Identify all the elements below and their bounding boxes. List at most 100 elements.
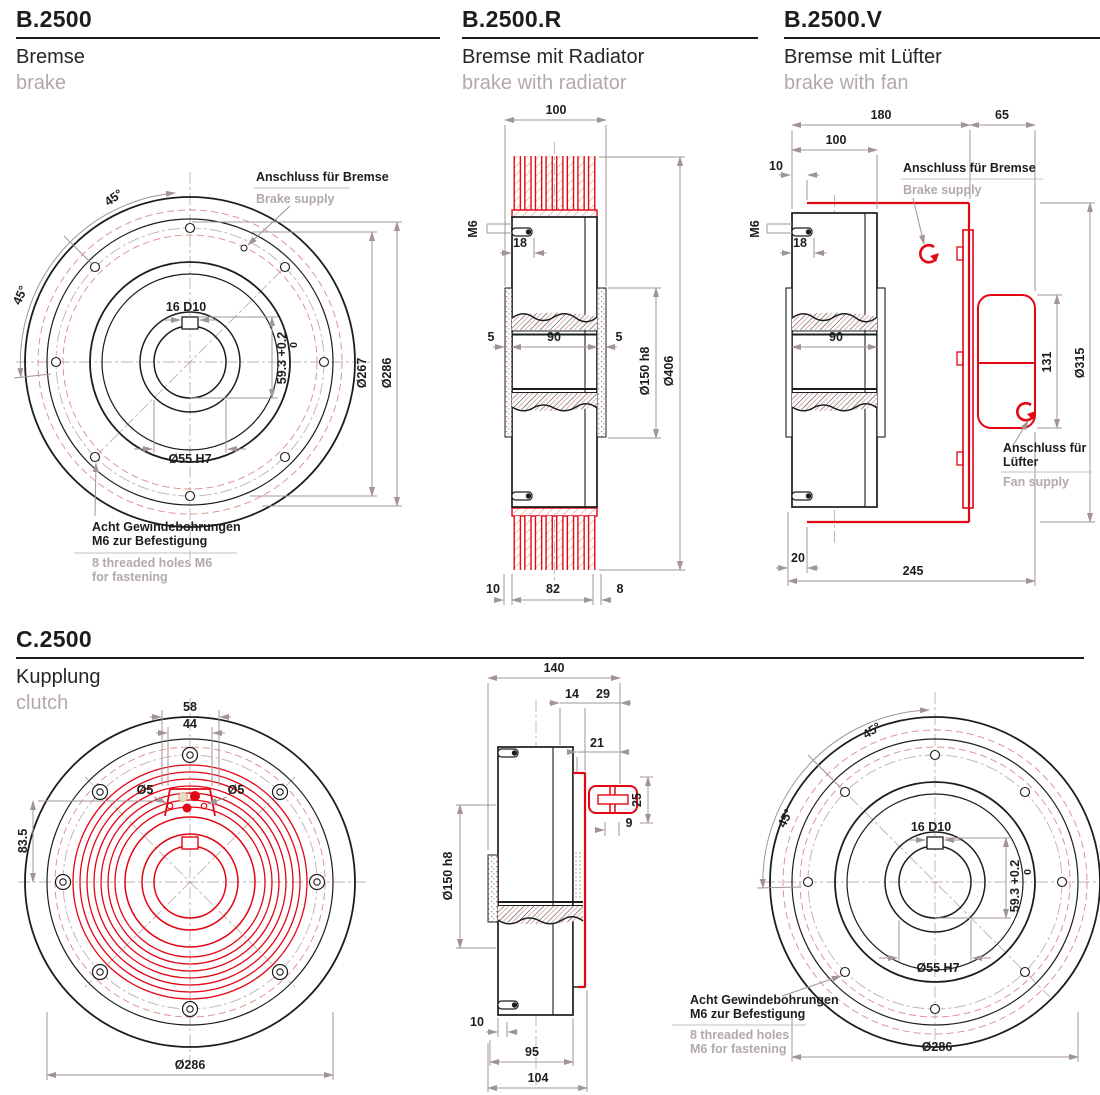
leader-line [1011,420,1029,448]
label-brake-supply-de: Anschluss für Bremse [903,161,1036,175]
clutch-body-section [497,746,574,1016]
dim-100: 100 [826,133,847,147]
fan-housing [977,294,1036,429]
dim-bottom-10: 10 [486,582,500,596]
bolt-hole [802,876,814,888]
label-fan-supply-de1: Anschluss für [1003,441,1086,455]
panel-front-brake: 45° 45° Anschluss für Bremse Brake suppl… [10,170,402,584]
bolt-hole [839,786,851,798]
dim-depth-18: 18 [513,236,527,250]
connector-center [597,794,629,805]
angle-tick [63,235,92,264]
dim-20: 20 [791,551,805,565]
panel-front-clutch-right: 45° 45° 16 D10 59.3 +0.2 0 Ø55 H7 Ø286 [672,692,1100,1062]
centerline-diagonal [819,766,1051,998]
dim-29: 29 [596,687,610,701]
dim-angle: 45° [10,284,30,307]
m6-tapped-hole [791,227,813,237]
supply-port-hole [240,244,248,252]
coil-ring [100,792,280,972]
keyway [181,316,199,330]
dim-width-100: 100 [546,103,567,117]
header-rule [462,37,758,39]
bolt-hole [181,746,199,764]
connector-pin-light [178,792,188,802]
bolt-hole [929,1003,941,1015]
label-brake-supply-en: Brake supply [256,192,335,206]
title-german: Kupplung [16,666,101,688]
header-c2500: C.2500 Kupplung clutch [16,626,1084,715]
header-b2500v: B.2500.V Bremse mit Lüfter brake with fa… [784,6,1100,95]
bolt-hole [271,963,289,981]
section-hatch-band [511,388,598,413]
brake-body-section [791,212,878,508]
radiator-fins-bottom [512,516,597,570]
note-de-line1: Acht Gewindebohrungen [690,993,839,1007]
dim-131: 131 [1040,352,1054,373]
dim-angle: 45° [860,720,883,742]
leader-line [781,975,842,997]
bolt-hole [91,963,109,981]
coil-ring [86,778,294,986]
model-code: B.2500 [16,6,92,32]
bolt-hole [1019,966,1031,978]
dim-10: 10 [769,159,783,173]
bolt-hole [89,261,101,273]
dim-bottom-8: 8 [617,582,624,596]
note-en-line1: 8 threaded holes M6 [92,556,212,570]
dim-depth: 59.3 +0.2 [275,332,289,385]
dim-65: 65 [995,108,1009,122]
centerline-diagonal [94,266,286,458]
fan-mount-tab [956,246,964,261]
dim-14: 14 [565,687,579,701]
keyway [926,836,944,850]
dim-hub-dia: Ø150 h8 [638,347,652,396]
fan-mount-tab [956,451,964,466]
disc-edge-left [504,287,513,438]
panel-section-fan: 180 65 100 10 M6 18 90 131 [748,108,1095,586]
dim-bore: Ø55 H7 [168,452,211,466]
header-rule [16,657,1084,659]
disc-edge-right [876,287,886,438]
fan-mount-tab [956,351,964,366]
dim-83-5: 83.5 [16,829,30,853]
rotation-arrow-icon [919,243,941,264]
dim-140: 140 [544,661,565,675]
note-de-line1: Acht Gewindebohrungen [92,520,241,534]
panel-section-radiator: 100 M6 18 5 90 5 Ø150 h8 Ø406 [466,103,685,605]
leader-line [207,796,228,805]
dim-90: 90 [829,330,843,344]
leader-line [247,205,291,246]
connector-hole [166,802,174,810]
brake-body-section [511,216,598,508]
connector-hole [200,802,208,810]
dim-depth-tol: 0 [288,342,300,348]
title-english: brake with radiator [462,72,627,94]
coil-ring [107,799,273,965]
dim-outer-dia: Ø286 [380,358,394,389]
disc-edge-left [785,287,793,438]
angle-arc [17,190,176,378]
header-rule [784,37,1100,39]
dim-keyway: 16 D10 [911,820,951,834]
title-german: Bremse [16,46,85,68]
dim-depth: 59.3 +0.2 [1008,860,1022,913]
fan-mount-plate [962,229,974,509]
radiator-fins-top [512,156,597,210]
label-brake-supply-de: Anschluss für Bremse [256,170,389,184]
dim-depth-tol: 0 [1022,869,1034,875]
bolt-hole [184,222,196,234]
dim-hub-dia: Ø150 h8 [441,852,455,901]
hub-circle [141,833,239,931]
dim-58: 58 [183,700,197,714]
panel-front-clutch: 58 44 Ø5 Ø5 83.5 Ø286 [16,698,368,1080]
coil-ring [79,771,301,993]
bolt-hole [89,451,101,463]
m6-tapped-hole [511,491,533,501]
bolt-hole [318,356,330,368]
coil-ring [93,785,287,979]
angle-tick [13,373,52,379]
model-code: C.2500 [16,626,92,652]
